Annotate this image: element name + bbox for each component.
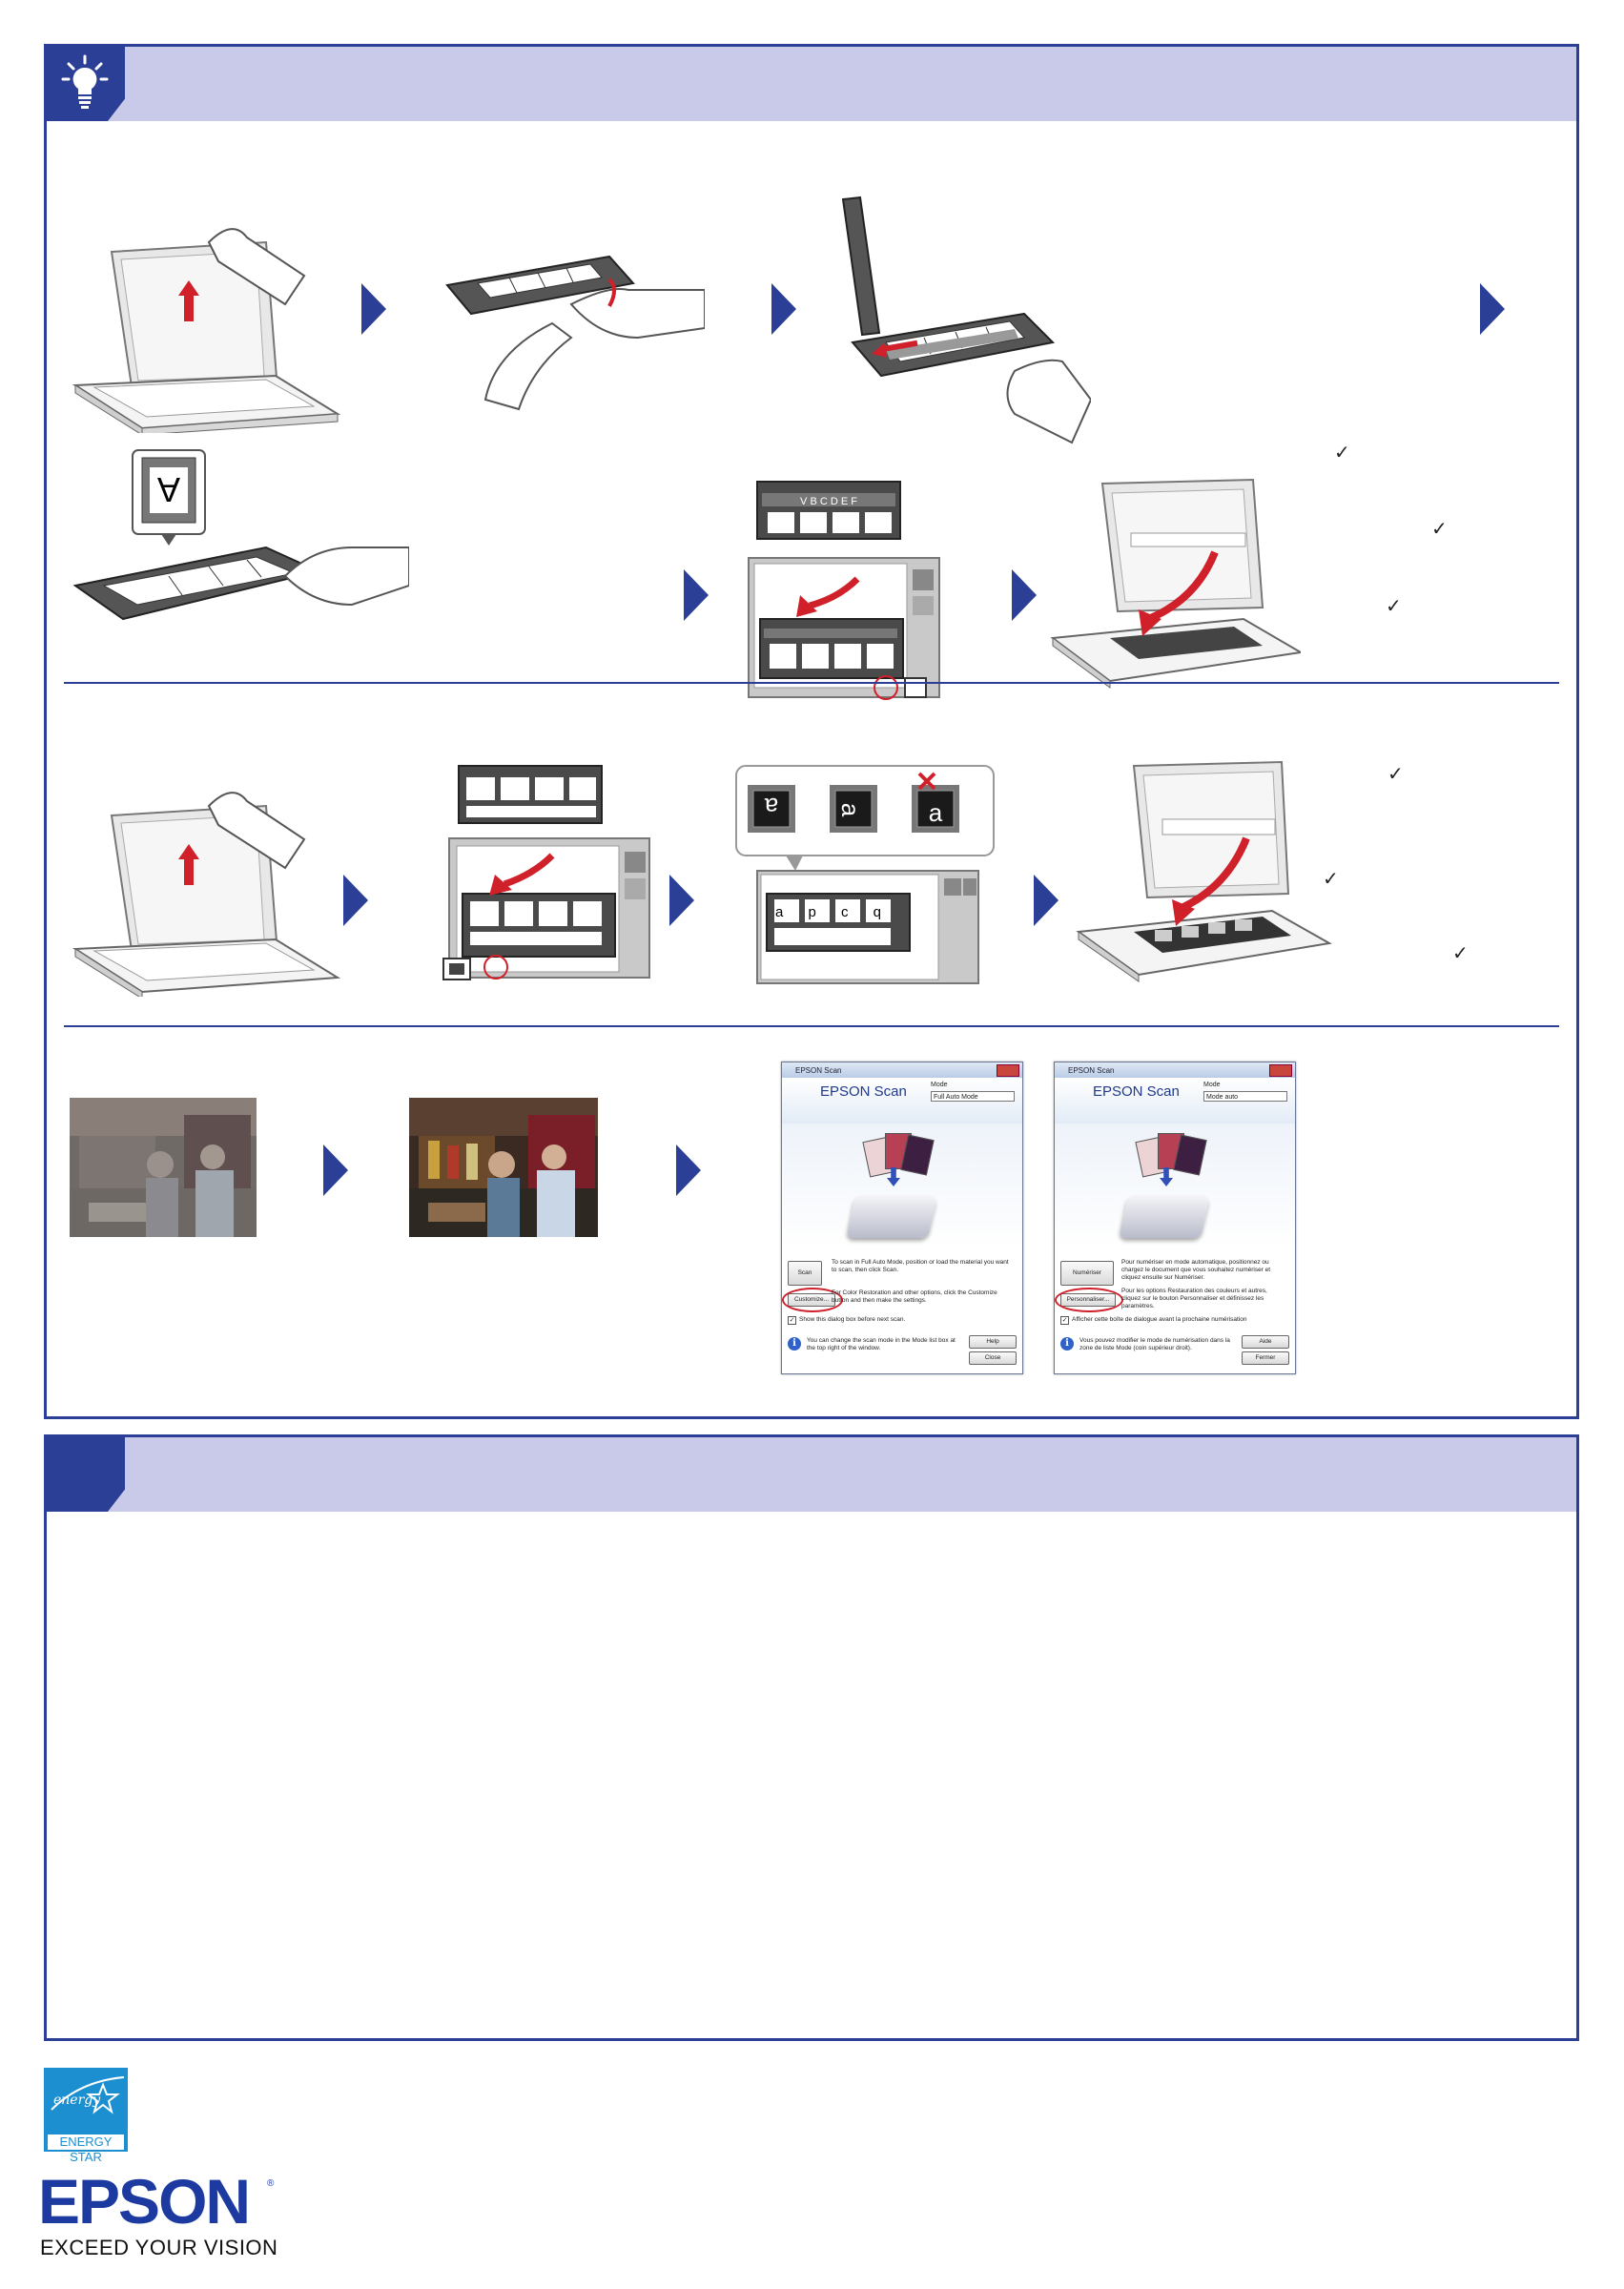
window-titlebar: EPSON Scan (1055, 1062, 1295, 1078)
holder-frame-letters: a p c q (775, 904, 892, 920)
film-letter-correct: a (836, 803, 865, 817)
scanner-icon (846, 1196, 937, 1238)
second-tab (47, 1437, 125, 1512)
registered-mark: ® (267, 2178, 275, 2189)
checkmark-icon: ✓ (1334, 441, 1350, 464)
checkmark-icon: ✓ (1323, 867, 1339, 890)
info-text: You can change the scan mode in the Mode… (807, 1337, 956, 1351)
info-icon: i (788, 1337, 801, 1351)
checkmark-icon: ✓ (1388, 762, 1404, 785)
step-arrow (669, 875, 694, 926)
window-title: EPSON Scan (1068, 1065, 1115, 1075)
step-arrow (771, 283, 796, 335)
show-dialog-label: Afficher cette boîte de dialogue avant l… (1072, 1316, 1247, 1323)
checkmark-icon: ✓ (1452, 941, 1469, 964)
energy-star-logo: energy ENERGY STAR (44, 2068, 128, 2164)
scan-instructions: Pour numériser en mode automatique, posi… (1121, 1259, 1271, 1281)
step-arrow (1034, 875, 1059, 926)
energy-star-icon (51, 2076, 125, 2114)
highlight-ring (1055, 1288, 1123, 1312)
window-close-button[interactable] (1269, 1064, 1292, 1077)
faded-photo (70, 1098, 257, 1237)
show-dialog-label: Show this dialog box before next scan. (799, 1316, 906, 1323)
scanner-lid-open-illustration (72, 792, 341, 997)
lid-close-illustration (1050, 478, 1301, 689)
film-holder-pinch-illustration (445, 255, 705, 411)
film-holder-placement-illustration: V B C D E F (748, 481, 940, 700)
energy-star-label: ENERGY STAR (48, 2134, 124, 2164)
lid-close-illustration (1076, 760, 1332, 982)
step-arrow (361, 283, 386, 335)
info-icon: i (1060, 1337, 1074, 1351)
step-arrow (1480, 283, 1505, 335)
epson-logo: EPSON (38, 2166, 251, 2237)
mode-select[interactable]: Full Auto Mode (931, 1091, 1015, 1102)
tips-panel: A V B C D E F ✓ ✓ ✓ (44, 44, 1579, 1419)
mode-label: Mode (1203, 1082, 1221, 1088)
info-text: Vous pouvez modifier le mode de numérisa… (1079, 1337, 1230, 1351)
film-orientation-illustration: A (72, 449, 409, 621)
help-button[interactable]: Help (969, 1335, 1017, 1349)
scan-button[interactable]: Scan (788, 1261, 822, 1286)
mode-select[interactable]: Mode auto (1203, 1091, 1287, 1102)
step-arrow (323, 1144, 348, 1196)
mode-label: Mode (931, 1082, 948, 1088)
close-button[interactable]: Fermer (1242, 1351, 1289, 1365)
epson-scan-window-en: EPSON Scan EPSON Scan Mode Full Auto Mod… (781, 1062, 1023, 1374)
scanner-lid-open-illustration (72, 228, 341, 433)
film-strip-letters: V B C D E F (800, 496, 857, 507)
emulsion-side-check-illustration: a a a a p c q (735, 765, 995, 984)
help-button[interactable]: Aide (1242, 1335, 1289, 1349)
step-arrow (684, 569, 709, 621)
epson-scan-logo: EPSON Scan (820, 1083, 907, 1100)
checkmark-icon: ✓ (1386, 594, 1402, 617)
window-title: EPSON Scan (795, 1065, 842, 1075)
step-arrow (1012, 569, 1037, 621)
film-letter-correct: a (764, 793, 778, 821)
highlight-ring (782, 1288, 843, 1312)
lightbulb-icon (61, 54, 109, 109)
scanner-icon (1119, 1196, 1210, 1238)
step-arrow (343, 875, 368, 926)
brand-tagline: EXCEED YOUR VISION (40, 2236, 278, 2259)
second-header-band (47, 1437, 1576, 1512)
film-frame-letter: A (157, 470, 180, 509)
window-titlebar: EPSON Scan (782, 1062, 1022, 1078)
window-close-button[interactable] (997, 1064, 1019, 1077)
epson-scan-logo: EPSON Scan (1093, 1083, 1180, 1100)
tips-header-band (47, 47, 1576, 121)
restored-photo (409, 1098, 598, 1237)
show-dialog-checkbox[interactable]: ✓ (788, 1316, 796, 1325)
customize-instructions: For Color Restoration and other options,… (832, 1289, 997, 1304)
section-divider (64, 682, 1559, 684)
show-dialog-checkbox[interactable]: ✓ (1060, 1316, 1069, 1325)
incorrect-x-icon (917, 772, 936, 791)
customize-instructions: Pour les options Restauration des couleu… (1121, 1288, 1267, 1309)
second-panel (44, 1434, 1579, 2041)
scan-instructions: To scan in Full Auto Mode, position or l… (832, 1259, 1009, 1273)
scan-button[interactable]: Numériser (1060, 1261, 1114, 1286)
close-button[interactable]: Close (969, 1351, 1017, 1365)
film-letter-wrong: a (929, 798, 943, 827)
epson-scan-window-fr: EPSON Scan EPSON Scan Mode Mode auto Num… (1054, 1062, 1296, 1374)
film-insert-illustration (841, 196, 1091, 444)
step-arrow (676, 1144, 701, 1196)
slide-holder-placement-illustration (442, 765, 650, 980)
section-divider (64, 1025, 1559, 1027)
checkmark-icon: ✓ (1431, 517, 1448, 540)
energy-script: energy (53, 2093, 101, 2108)
